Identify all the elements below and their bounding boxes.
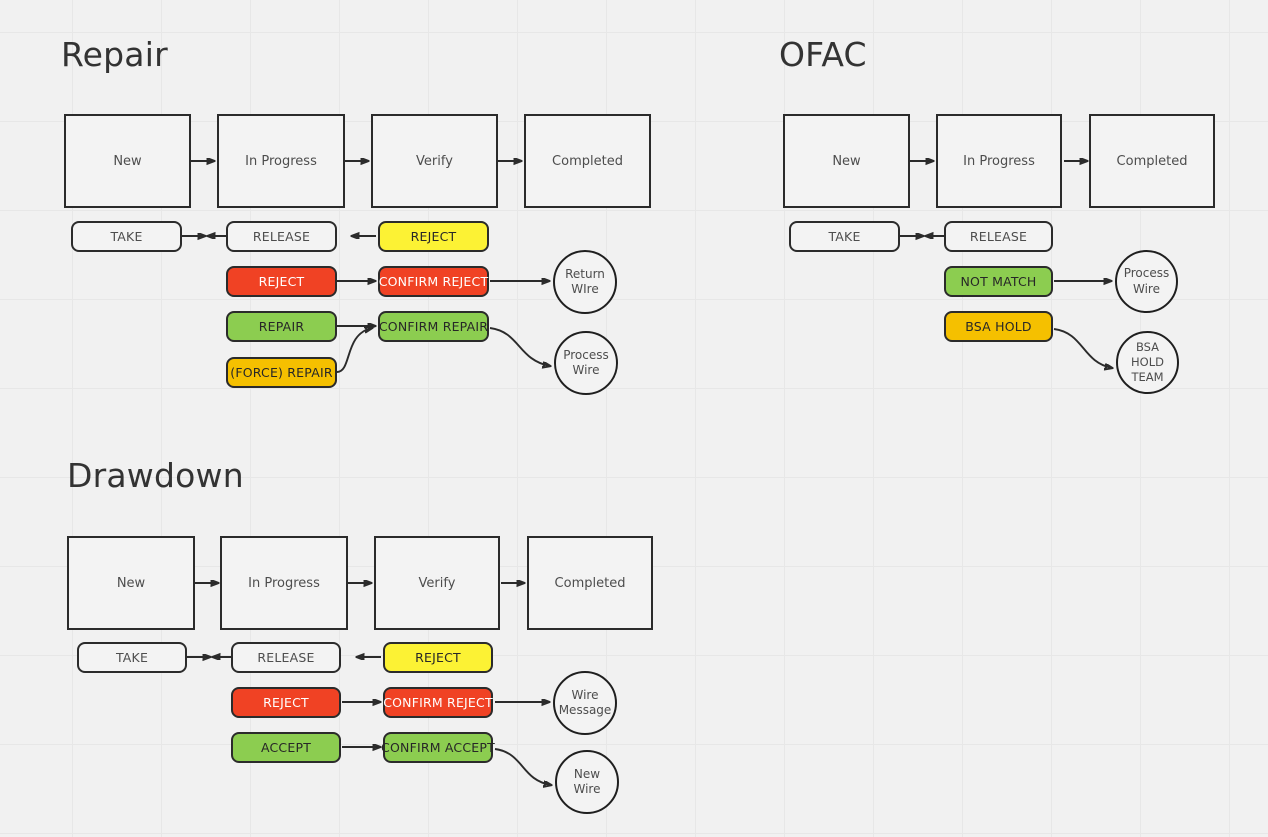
repair-action-release[interactable]: RELEASE <box>226 221 337 252</box>
drawdown-outcome-new-wire-line2: Wire <box>573 782 601 796</box>
drawdown-outcome-wire-message-line1: Wire <box>571 687 599 702</box>
edge-ofac-bsahold-team <box>1053 328 1112 368</box>
ofac-action-not-match[interactable]: NOT MATCH <box>944 266 1053 297</box>
drawdown-state-in-progress[interactable]: In Progress <box>220 536 348 630</box>
ofac-state-in-progress[interactable]: In Progress <box>936 114 1062 208</box>
ofac-state-completed[interactable]: Completed <box>1089 114 1215 208</box>
drawdown-action-accept[interactable]: ACCEPT <box>231 732 341 763</box>
repair-outcome-process-wire: Process Wire <box>554 331 618 395</box>
drawdown-state-new[interactable]: New <box>67 536 195 630</box>
drawdown-outcome-wire-message: Wire Message <box>553 671 617 735</box>
repair-action-reject-yellow[interactable]: REJECT <box>378 221 489 252</box>
drawdown-action-confirm-reject[interactable]: CONFIRM REJECT <box>383 687 493 718</box>
drawdown-action-confirm-accept[interactable]: CONFIRM ACCEPT <box>381 732 495 763</box>
ofac-outcome-bsa-hold-team-line2: HOLD <box>1131 355 1164 370</box>
ofac-outcome-process-wire-line2: Wire <box>1133 281 1160 296</box>
drawdown-state-completed[interactable]: Completed <box>527 536 653 630</box>
repair-state-completed[interactable]: Completed <box>524 114 651 208</box>
edge-drawdown-confirmaccept-newwire <box>494 748 551 785</box>
drawdown-action-release[interactable]: RELEASE <box>231 642 341 673</box>
repair-outcome-return-wire-line2: WIre <box>571 282 599 296</box>
repair-state-in-progress[interactable]: In Progress <box>217 114 345 208</box>
ofac-outcome-bsa-hold-team: BSA HOLD TEAM <box>1116 331 1179 394</box>
edge-repair-confirmrepair-processwire <box>489 327 550 366</box>
drawdown-action-reject[interactable]: REJECT <box>231 687 341 718</box>
repair-outcome-process-wire-line1: Process <box>563 347 609 362</box>
repair-outcome-return-wire-line1: Return <box>565 266 605 281</box>
drawdown-outcome-wire-message-line2: Message <box>558 703 612 717</box>
repair-action-reject[interactable]: REJECT <box>226 266 337 297</box>
repair-action-force-repair[interactable]: (FORCE) REPAIR <box>226 357 337 388</box>
drawdown-action-reject-yellow[interactable]: REJECT <box>383 642 493 673</box>
repair-outcome-process-wire-line2: Wire <box>572 363 600 377</box>
repair-state-new[interactable]: New <box>64 114 191 208</box>
ofac-action-take[interactable]: TAKE <box>789 221 900 252</box>
drawdown-state-verify[interactable]: Verify <box>374 536 500 630</box>
ofac-outcome-process-wire: Process Wire <box>1115 250 1178 313</box>
ofac-outcome-process-wire-line1: Process <box>1123 266 1170 281</box>
drawdown-outcome-new-wire: New Wire <box>555 750 619 814</box>
ofac-outcome-bsa-hold-team-line3: TEAM <box>1131 369 1164 384</box>
repair-state-verify[interactable]: Verify <box>371 114 498 208</box>
drawdown-action-take[interactable]: TAKE <box>77 642 187 673</box>
repair-action-repair[interactable]: REPAIR <box>226 311 337 342</box>
edge-repair-forcerepair-confirm <box>336 328 372 373</box>
drawdown-outcome-new-wire-line1: New <box>573 766 601 781</box>
ofac-outcome-bsa-hold-team-line1: BSA <box>1135 340 1160 355</box>
ofac-action-bsa-hold[interactable]: BSA HOLD <box>944 311 1053 342</box>
section-title-drawdown: Drawdown <box>67 456 244 495</box>
ofac-state-new[interactable]: New <box>783 114 910 208</box>
section-title-ofac: OFAC <box>779 35 867 74</box>
repair-action-confirm-reject[interactable]: CONFIRM REJECT <box>378 266 489 297</box>
repair-action-take[interactable]: TAKE <box>71 221 182 252</box>
ofac-action-release[interactable]: RELEASE <box>944 221 1053 252</box>
repair-outcome-return-wire: Return WIre <box>553 250 617 314</box>
repair-action-confirm-repair[interactable]: CONFIRM REPAIR <box>378 311 489 342</box>
section-title-repair: Repair <box>61 35 168 74</box>
